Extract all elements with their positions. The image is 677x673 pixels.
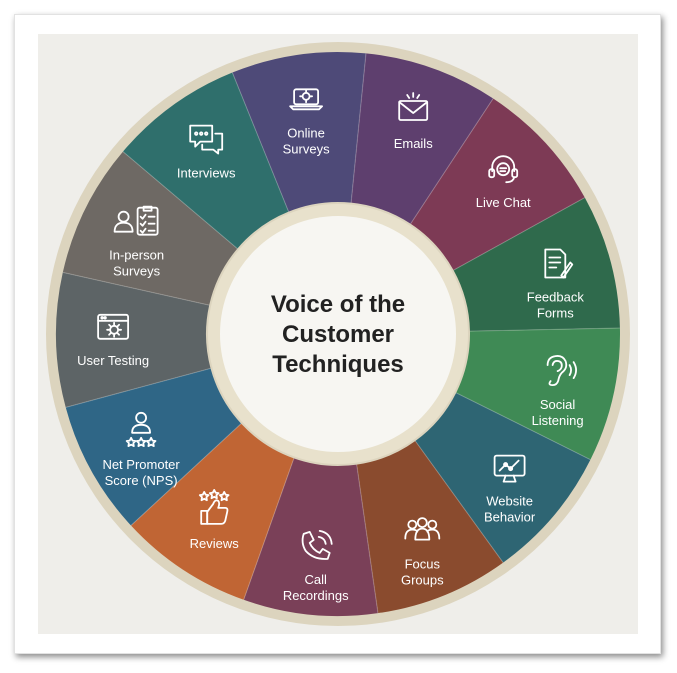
- segment-wedge: [453, 197, 620, 332]
- person-stars-icon: [125, 411, 157, 447]
- document-pen-icon: [544, 248, 574, 279]
- segment-wedge: [232, 52, 366, 212]
- segment-wedge: [351, 53, 494, 224]
- segment-wedge: [130, 423, 294, 600]
- segment-divider: [231, 72, 290, 212]
- group-icon: [404, 517, 441, 541]
- segment-divider: [62, 271, 210, 306]
- segment-divider: [414, 440, 504, 563]
- segment-divider: [453, 197, 586, 271]
- segment-wedge: [456, 327, 620, 460]
- laptop-gear-icon: [289, 88, 324, 111]
- segment-wedge: [122, 72, 289, 249]
- chat-bubbles-icon: [189, 124, 224, 155]
- segment-wedge: [55, 272, 211, 408]
- segment-wedge: [62, 151, 238, 306]
- segment-divider: [356, 464, 379, 614]
- monitor-chart-icon: [493, 454, 526, 483]
- segment-label: Reviews: [190, 536, 240, 551]
- envelope-icon: [398, 92, 429, 121]
- segment-wedge: [415, 392, 591, 563]
- segment-divider: [130, 423, 242, 526]
- segment-label: Emails: [394, 136, 434, 151]
- segment-divider: [65, 367, 211, 408]
- headset-icon: [488, 155, 519, 184]
- segment-divider: [455, 392, 591, 461]
- person-checklist-icon: [113, 205, 159, 236]
- segment-label: User Testing: [77, 353, 149, 368]
- segment-divider: [350, 53, 367, 203]
- phone-icon: [301, 529, 333, 560]
- segment-divider: [122, 151, 238, 249]
- segment-divider: [469, 327, 620, 332]
- segment-wedge: [410, 98, 585, 271]
- center-disc: [220, 216, 456, 452]
- segment-wedge: [65, 368, 242, 526]
- segment-divider: [243, 458, 295, 600]
- thumbs-up-stars-icon: [198, 488, 230, 525]
- segment-label: Live Chat: [476, 195, 531, 210]
- ear-icon: [546, 355, 577, 387]
- segment-divider: [410, 98, 494, 225]
- segment-label: Interviews: [177, 166, 236, 181]
- segment-wedge: [243, 458, 378, 617]
- browser-gear-icon: [97, 313, 129, 340]
